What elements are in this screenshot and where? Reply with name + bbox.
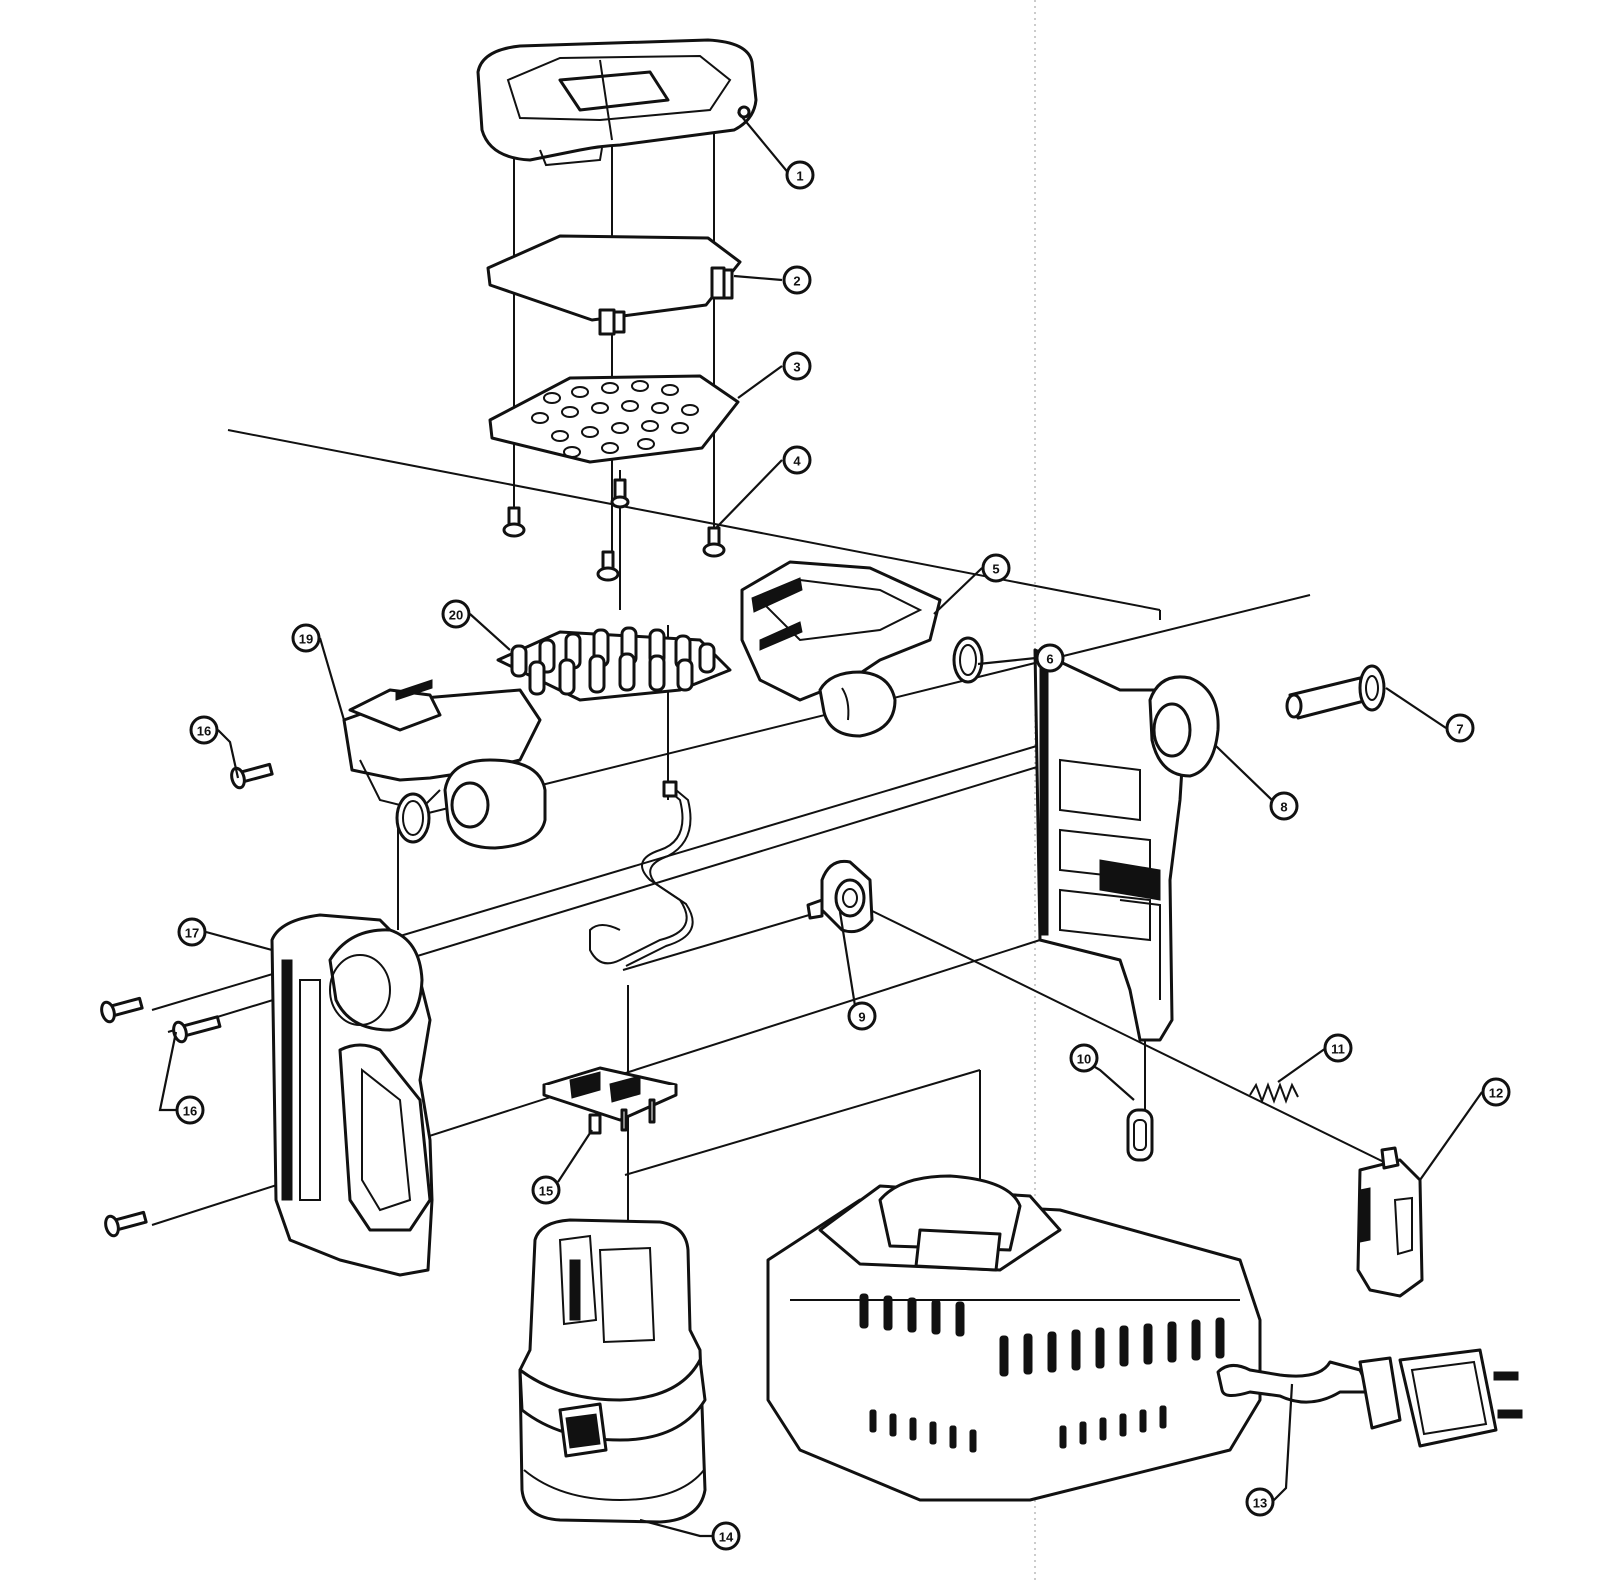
callout-9: 9 bbox=[847, 1001, 877, 1031]
callout-3: 3 bbox=[782, 351, 812, 381]
svg-text:11: 11 bbox=[1331, 1042, 1345, 1057]
svg-text:16: 16 bbox=[197, 724, 211, 739]
charger-part bbox=[766, 1174, 1523, 1502]
svg-text:7: 7 bbox=[1456, 722, 1463, 737]
svg-text:8: 8 bbox=[1280, 800, 1287, 815]
svg-text:5: 5 bbox=[992, 562, 999, 577]
svg-text:17: 17 bbox=[185, 926, 199, 941]
callout-6: 6 bbox=[1035, 643, 1065, 673]
handle-housing-left-part bbox=[270, 913, 434, 1277]
svg-text:16: 16 bbox=[183, 1104, 197, 1119]
callout-20: 20 bbox=[441, 599, 471, 629]
svg-text:14: 14 bbox=[719, 1530, 734, 1545]
callout-19: 19 bbox=[291, 623, 321, 653]
spring-part bbox=[1249, 1082, 1299, 1104]
callout-7: 7 bbox=[1445, 713, 1475, 743]
callout-14: 14 bbox=[711, 1521, 741, 1551]
callout-13: 13 bbox=[1245, 1487, 1275, 1517]
head-housing-right-part bbox=[740, 560, 942, 738]
svg-text:6: 6 bbox=[1046, 652, 1053, 667]
callout-1: 1 bbox=[785, 160, 815, 190]
callout-8: 8 bbox=[1269, 791, 1299, 821]
callout-15: 15 bbox=[531, 1175, 561, 1205]
head-housing-left-part bbox=[342, 679, 547, 850]
callout-4: 4 bbox=[782, 445, 812, 475]
svg-text:20: 20 bbox=[449, 608, 463, 623]
switch-knob-part bbox=[806, 859, 874, 934]
switch-slide-part bbox=[1126, 1108, 1154, 1162]
callout-11: 11 bbox=[1323, 1033, 1353, 1063]
led-board-part bbox=[496, 626, 732, 702]
callout-markers: 1 2 3 4 5 6 7 8 bbox=[175, 160, 1511, 1551]
callout-10: 10 bbox=[1069, 1043, 1099, 1073]
callout-5: 5 bbox=[981, 553, 1011, 583]
lens-part bbox=[486, 234, 742, 336]
terminal-block-part bbox=[542, 1066, 678, 1135]
battery-pack-part bbox=[518, 1218, 707, 1524]
callout-16-lower: 16 bbox=[175, 1095, 205, 1125]
svg-text:15: 15 bbox=[539, 1184, 553, 1199]
svg-text:9: 9 bbox=[858, 1010, 865, 1025]
svg-text:19: 19 bbox=[299, 632, 313, 647]
pivot-pin-part bbox=[1285, 664, 1386, 720]
handle-housing-right-part bbox=[1033, 648, 1220, 1042]
o-ring-right bbox=[952, 636, 984, 684]
screw-set-top bbox=[502, 478, 726, 582]
svg-text:12: 12 bbox=[1489, 1086, 1503, 1101]
svg-text:4: 4 bbox=[793, 454, 801, 469]
svg-text:2: 2 bbox=[793, 274, 800, 289]
callout-16-upper: 16 bbox=[189, 715, 219, 745]
svg-text:3: 3 bbox=[793, 360, 800, 375]
callout-12: 12 bbox=[1481, 1077, 1511, 1107]
svg-text:1: 1 bbox=[796, 169, 803, 184]
callout-17: 17 bbox=[177, 917, 207, 947]
o-ring-left bbox=[395, 792, 431, 844]
wire-harness-part bbox=[589, 780, 694, 967]
svg-text:13: 13 bbox=[1253, 1496, 1267, 1511]
svg-text:10: 10 bbox=[1077, 1052, 1091, 1067]
switch-button-part bbox=[1356, 1146, 1424, 1298]
screw-set-left bbox=[100, 762, 274, 1238]
reflector-part bbox=[488, 374, 740, 464]
callout-2: 2 bbox=[782, 265, 812, 295]
